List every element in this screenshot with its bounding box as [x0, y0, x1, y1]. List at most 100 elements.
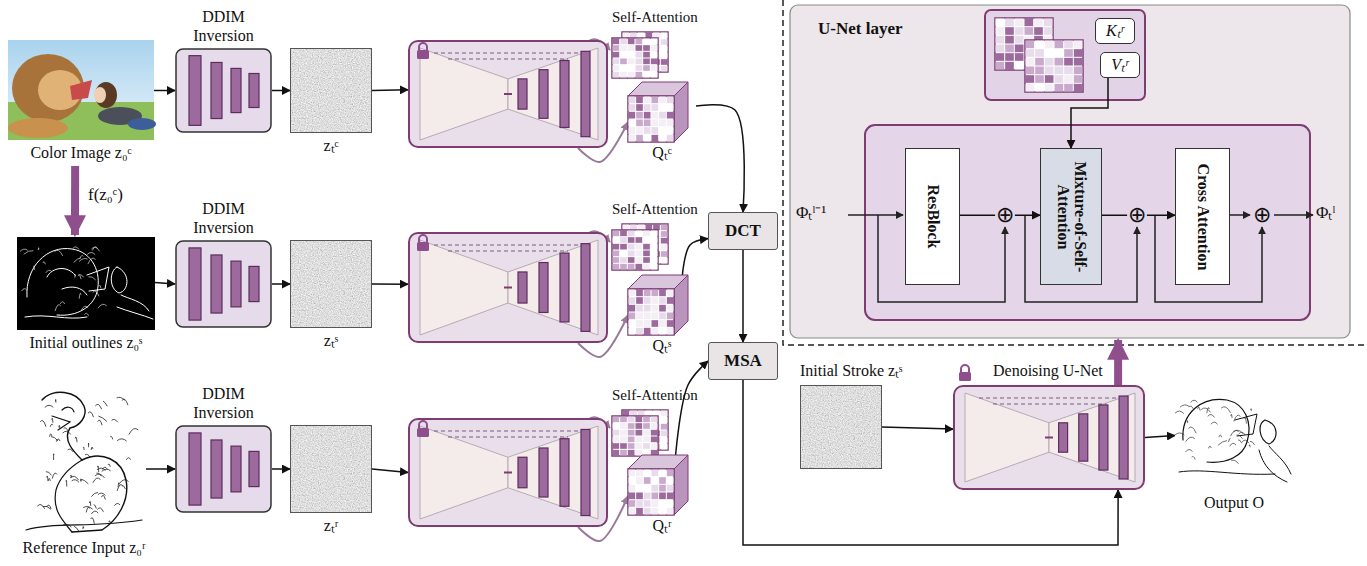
hatch-stroke: [68, 449, 73, 452]
hatch-stroke: [1234, 430, 1243, 433]
matrix-cell: [644, 112, 651, 119]
matrix-cell: [652, 290, 659, 297]
sketch-stroke: [1235, 414, 1257, 436]
encoder-box: [176, 49, 271, 132]
hatch-stroke: [1221, 407, 1230, 413]
matrix-cell: [613, 59, 620, 65]
matrix-cell: [644, 485, 651, 492]
matrix-cell: [667, 500, 674, 507]
matrix-cell: [620, 264, 627, 270]
matrix-cell: [628, 45, 635, 51]
matrix-cell: [628, 231, 635, 237]
hatch-stroke: [98, 420, 102, 425]
node-outline: [17, 237, 155, 330]
matrix-cell: [661, 444, 668, 450]
lock-icon: [417, 235, 429, 251]
encoder-bar: [211, 255, 222, 313]
unet-bar: [560, 439, 569, 507]
hatch-stroke: [1250, 441, 1254, 444]
matrix-cell: [661, 245, 668, 251]
image-panel: Output O: [1175, 390, 1293, 520]
matrix-cell: [1055, 75, 1064, 83]
matrix-cell: [652, 112, 659, 119]
hatch-stroke: [48, 478, 50, 480]
unet-bar: [560, 61, 569, 128]
noise-latent-box: Initial Stroke zₜˢ: [800, 385, 882, 469]
matrix-cell: [620, 65, 627, 71]
hatch-stroke: [98, 508, 104, 512]
math-label: Φₜˡ: [1316, 204, 1335, 223]
matrix-cell: [636, 417, 643, 423]
layer-module-box: ResBlock: [905, 148, 960, 285]
lock-icon: [959, 365, 971, 381]
unet-bar: [518, 272, 527, 303]
matrix-cell: [636, 65, 643, 71]
hatch-stroke: [1209, 446, 1212, 448]
sketch-stroke: [1259, 446, 1291, 482]
sketch-stroke: [55, 460, 82, 532]
matrix-cell: [620, 423, 627, 429]
hatch-stroke: [1249, 445, 1251, 447]
matrix-cell: [1005, 27, 1014, 35]
matrix-cell: [636, 59, 643, 65]
hatch-stroke: [1198, 407, 1200, 410]
hatch-stroke: [50, 434, 52, 437]
hatch-stroke: [64, 428, 68, 431]
matrix-cell: [651, 430, 658, 436]
unet-frame: [954, 386, 1144, 489]
skip-dashes: [448, 437, 568, 438]
image-panel: Color Image z₀ᶜ: [8, 40, 154, 166]
node-text: Mixture-of-Self-Attention: [1054, 155, 1088, 278]
matrix-cell: [1015, 62, 1024, 70]
matrix-cell: [643, 59, 650, 65]
matrix-cell: [1035, 58, 1044, 66]
node-text: Qₜᶜ: [652, 144, 672, 162]
matrix-cell: [651, 65, 658, 71]
flow-arrow: [742, 250, 744, 342]
matrix-cell: [661, 431, 668, 437]
hatch-stroke: [102, 469, 110, 471]
matrix-cell: [644, 500, 651, 507]
noise-frame: [801, 386, 882, 469]
matrix-cell: [1074, 75, 1083, 83]
matrix-cell: [652, 328, 659, 335]
matrix-cell: [629, 508, 636, 515]
matrix-cell: [1045, 49, 1054, 57]
matrix-cell: [651, 257, 658, 263]
matrix-cell: [636, 320, 643, 327]
matrix-cell: [643, 52, 650, 58]
node-text: ResBlock: [924, 155, 941, 278]
unet-encoder-half: [420, 48, 508, 140]
matrix-cell: [613, 443, 620, 449]
sketch-stroke: [42, 392, 85, 460]
hatch-stroke: [102, 495, 106, 499]
matrix-cell: [652, 485, 659, 492]
matrix-frame: [628, 469, 674, 515]
math-label: f(z₀ᶜ): [88, 186, 123, 205]
matrix-cell: [620, 45, 627, 51]
matrix-cell: [1074, 49, 1083, 57]
girl-legs: [128, 118, 156, 130]
matrix-cell: [629, 305, 636, 312]
matrix-cell: [643, 244, 650, 250]
hatch-stroke: [1238, 440, 1241, 443]
matrix-cell: [667, 508, 674, 515]
matrix-cell: [667, 127, 674, 134]
noise-latent-box: zₜᶜ: [290, 48, 372, 133]
hatch-stroke: [1192, 456, 1195, 459]
matrix-cell: [996, 36, 1005, 44]
matrix-cell: [661, 66, 668, 72]
matrix-cell: [661, 411, 668, 417]
hatch-stroke: [50, 424, 52, 426]
noise-frame: [291, 426, 372, 513]
skip-dashes: [448, 251, 568, 252]
matrix-cell: [1026, 84, 1035, 92]
node-outline: [290, 240, 372, 328]
matrix-cell: [620, 59, 627, 65]
matrix-cell: [1026, 67, 1035, 75]
hatch-stroke: [112, 419, 118, 422]
sketch-stroke: [26, 520, 142, 530]
matrix-cell: [1005, 62, 1014, 70]
matrix-cell: [667, 313, 674, 320]
matrix-cell: [1074, 41, 1083, 49]
